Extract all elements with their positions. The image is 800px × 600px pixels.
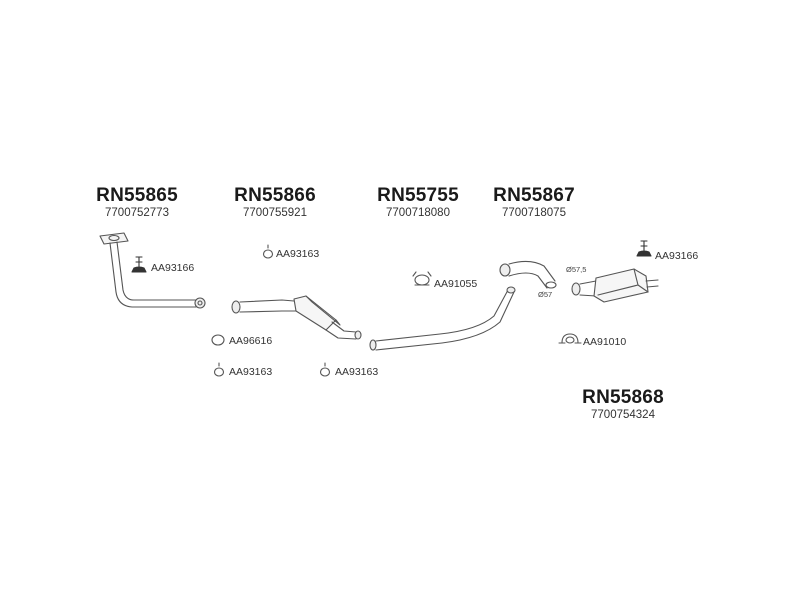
part-code: RN55867	[493, 185, 575, 206]
part-header-front-pipe: RN55865 7700752773	[82, 186, 192, 220]
clamp-icon	[412, 271, 432, 286]
rubber-hanger-icon	[636, 240, 652, 257]
fitting-label: AA93166	[655, 250, 699, 262]
part-code: RN55865	[96, 185, 178, 206]
o-ring-icon	[213, 362, 225, 377]
part-header-middle-pipe: RN55755 7700718080	[363, 186, 473, 220]
part-code: RN55866	[234, 185, 316, 206]
fitting-label: AA93163	[335, 366, 379, 378]
fitting-label: AA91055	[434, 278, 478, 290]
rear-silencer-drawing	[571, 268, 659, 303]
fitting-label: AA93163	[276, 248, 320, 260]
rear-pipe-drawing	[499, 260, 557, 289]
fitting-label: AA93163	[229, 366, 273, 378]
part-code: RN55755	[377, 185, 459, 206]
u-clamp-icon	[558, 333, 582, 344]
fitting-label: AA96616	[229, 335, 273, 347]
rubber-hanger-icon	[131, 256, 147, 273]
part-header-rear-silencer: RN55868 7700754324	[568, 388, 678, 422]
oem-number: 7700755921	[243, 207, 307, 219]
fitting-label: AA91010	[583, 336, 627, 348]
diameter-label: Ø57,5	[566, 265, 587, 274]
oem-number: 7700754324	[591, 409, 655, 421]
part-code: RN55868	[582, 387, 664, 408]
fitting-label: AA93166	[151, 262, 195, 274]
o-ring-icon	[319, 362, 331, 377]
oem-number: 7700718075	[502, 207, 566, 219]
gasket-ring-icon	[211, 334, 225, 346]
oem-number: 7700718080	[386, 207, 450, 219]
diameter-label: Ø57	[538, 290, 553, 299]
part-header-front-silencer: RN55866 7700755921	[220, 186, 330, 220]
part-header-rear-pipe: RN55867 7700718075	[479, 186, 589, 220]
o-ring-icon	[262, 244, 274, 259]
front-silencer-drawing	[231, 295, 362, 340]
front-pipe-drawing	[99, 232, 206, 309]
oem-number: 7700752773	[105, 207, 169, 219]
middle-pipe-drawing	[369, 286, 516, 351]
